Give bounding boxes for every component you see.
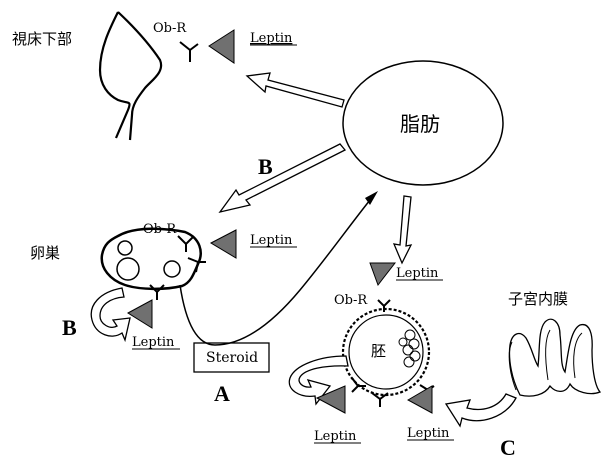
leptin-triangle-ovary-bottom — [128, 300, 152, 328]
arrow-endometrium-to-embryo — [446, 394, 516, 426]
leptin-label-embryo-left: Leptin — [314, 429, 357, 444]
letter-b-top: B — [258, 154, 273, 179]
arrow-fat-to-hypothalamus — [247, 73, 344, 107]
fat-label: 脂肪 — [400, 112, 440, 136]
ovary-follicle-2 — [117, 258, 139, 280]
leptin-triangle-embryo-top — [370, 263, 395, 285]
embryo-label: 胚 — [371, 342, 386, 360]
leptin-triangle-hypothalamus — [209, 30, 234, 63]
leptin-triangle-ovary — [211, 230, 236, 258]
ovary-follicle-1 — [118, 241, 132, 255]
letter-c: C — [500, 435, 516, 457]
ob-r-label-ovary: Ob-R — [143, 222, 177, 237]
leptin-label-embryo-right: Leptin — [407, 426, 450, 441]
ob-r-receptor-embryo-bottom — [372, 393, 388, 407]
hypothalamus-label: 視床下部 — [12, 30, 72, 48]
leptin-label-embryo-top: Leptin — [396, 266, 439, 281]
letter-a: A — [214, 381, 230, 406]
endometrium-outline — [509, 319, 600, 396]
ob-r-receptor-hypothalamus — [180, 42, 198, 62]
arrow-fat-to-embryo — [394, 196, 411, 263]
steroid-label: Steroid — [206, 350, 258, 366]
letter-b-left: B — [62, 315, 77, 340]
leptin-label-ovary: Leptin — [250, 233, 293, 248]
autocrine-arrow-ovary — [91, 288, 130, 340]
ovary-follicle-3 — [164, 261, 180, 277]
ovary-label: 卵巣 — [30, 244, 60, 262]
ob-r-label-hypothalamus: Ob-R — [153, 21, 187, 36]
ob-r-label-embryo: Ob-R — [334, 293, 368, 308]
leptin-label-ovary-bottom: Leptin — [132, 335, 175, 350]
steroid-curve-to-fat — [180, 200, 370, 345]
endometrium-label: 子宮内膜 — [508, 290, 568, 308]
hypothalamus-outline — [100, 12, 161, 140]
ovary-outline — [102, 229, 201, 289]
leptin-triangle-embryo-right — [408, 386, 432, 413]
leptin-label-hypothalamus: Leptin — [250, 31, 293, 46]
arrow-fat-to-ovary — [220, 144, 345, 212]
